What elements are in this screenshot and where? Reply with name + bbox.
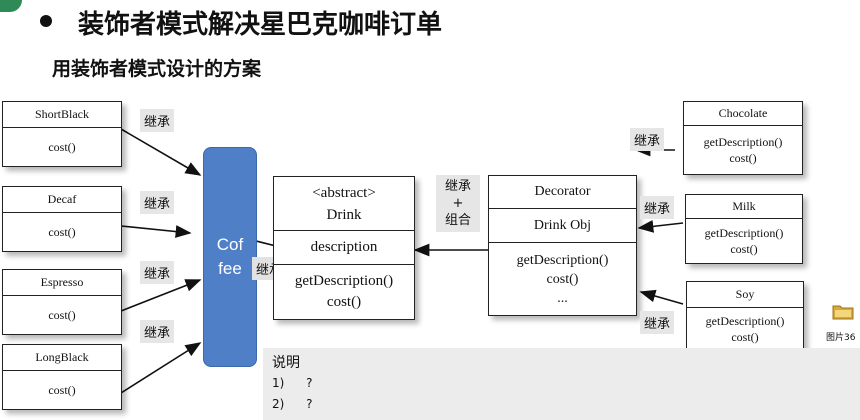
class-methods: getDescription() cost() [687, 308, 803, 350]
arrow-decaf-coffee [120, 225, 192, 238]
class-name: Milk [686, 195, 802, 219]
drink-method-getdescription: getDescription() [294, 273, 394, 289]
class-longblack: LongBlack cost() [2, 344, 122, 410]
notes-item-text: ? [306, 397, 313, 411]
folder-icon[interactable] [832, 302, 854, 320]
coffee-label-line2: fee [218, 259, 242, 278]
arrow-longblack-coffee [112, 342, 202, 399]
notes-item: 1) ? [272, 376, 313, 390]
label-inherit-milk: 继承 [640, 196, 675, 219]
label-inherit-shortblack: 继承 [140, 109, 175, 132]
drink-method-cost: cost() [326, 294, 362, 310]
class-method: cost() [48, 224, 76, 239]
arrow-milk-decorator [637, 220, 684, 233]
class-method-getdescription: getDescription() [705, 314, 785, 328]
class-name: LongBlack [3, 345, 121, 371]
class-name: Soy [687, 282, 803, 308]
decorator-name: Decorator [489, 176, 636, 209]
notes-item-text: ? [306, 376, 313, 390]
desktop-icon-label[interactable]: 图片36 [826, 333, 856, 343]
notes-item-number: 2) [272, 397, 285, 411]
drink-header: <abstract> Drink [274, 177, 414, 231]
decorator-method-more: ... [557, 290, 568, 306]
class-method-cost: cost() [731, 330, 759, 344]
decorator-method-getdescription: getDescription() [516, 252, 609, 268]
drink-name: Drink [326, 206, 362, 223]
arrow-espresso-coffee [120, 279, 202, 312]
class-name: Chocolate [684, 102, 802, 126]
slide-title: 装饰者模式解决星巴克咖啡订单 [78, 10, 443, 40]
coffee-label-line1: Cof [216, 235, 244, 254]
class-shortblack: ShortBlack cost() [2, 101, 122, 167]
notes-item-number: 1) [272, 376, 285, 390]
class-method-getdescription: getDescription() [703, 135, 783, 149]
label-inherit-soy: 继承 [640, 311, 675, 334]
relation-inherit: 继承 [444, 179, 471, 194]
label-inherit-chocolate: 继承 [630, 128, 665, 151]
title-bullet-icon [40, 15, 52, 27]
relation-compose: 组合 [444, 213, 471, 228]
decorator-method-cost: cost() [546, 271, 579, 287]
class-method: cost() [48, 307, 76, 322]
label-inherit-espresso: 继承 [140, 261, 175, 284]
notes-panel: 说明 1) ? 2) ? [263, 348, 860, 420]
class-method-cost: cost() [730, 242, 758, 256]
drink-field: description [274, 231, 414, 265]
label-inherit-decaf: 继承 [140, 191, 175, 214]
class-chocolate: Chocolate getDescription() cost() [683, 101, 803, 175]
class-milk: Milk getDescription() cost() [685, 194, 803, 264]
class-method-cost: cost() [729, 151, 757, 165]
drink-stereotype: <abstract> [312, 184, 376, 201]
slide-subtitle: 用装饰者模式设计的方案 [52, 58, 262, 80]
class-decaf: Decaf cost() [2, 186, 122, 252]
class-espresso: Espresso cost() [2, 269, 122, 335]
class-method: cost() [48, 139, 76, 154]
class-name: Espresso [3, 270, 121, 296]
notes-item: 2) ? [272, 397, 313, 411]
relation-plus: + [452, 196, 464, 211]
decorator-field: Drink Obj [489, 209, 636, 243]
label-inherit-longblack: 继承 [140, 320, 175, 343]
arrow-soy-decorator [639, 289, 684, 305]
class-name: Decaf [3, 187, 121, 213]
decorator-methods: getDescription() cost() ... [489, 243, 636, 315]
class-drink: <abstract> Drink description getDescript… [273, 176, 415, 320]
class-soy: Soy getDescription() cost() [686, 281, 804, 351]
label-decorator-relation: 继承 + 组合 [436, 175, 480, 232]
arrow-shortblack-coffee [120, 128, 202, 176]
class-decorator: Decorator Drink Obj getDescription() cos… [488, 175, 637, 316]
class-methods: getDescription() cost() [686, 219, 802, 263]
class-method: cost() [48, 382, 76, 397]
drink-methods: getDescription() cost() [274, 265, 414, 319]
notes-title: 说明 [272, 355, 300, 371]
coffee-class: Cof fee [203, 147, 257, 367]
class-methods: getDescription() cost() [684, 126, 802, 174]
class-method-getdescription: getDescription() [704, 226, 784, 240]
slide-corner-decoration [0, 0, 22, 12]
class-name: ShortBlack [3, 102, 121, 128]
